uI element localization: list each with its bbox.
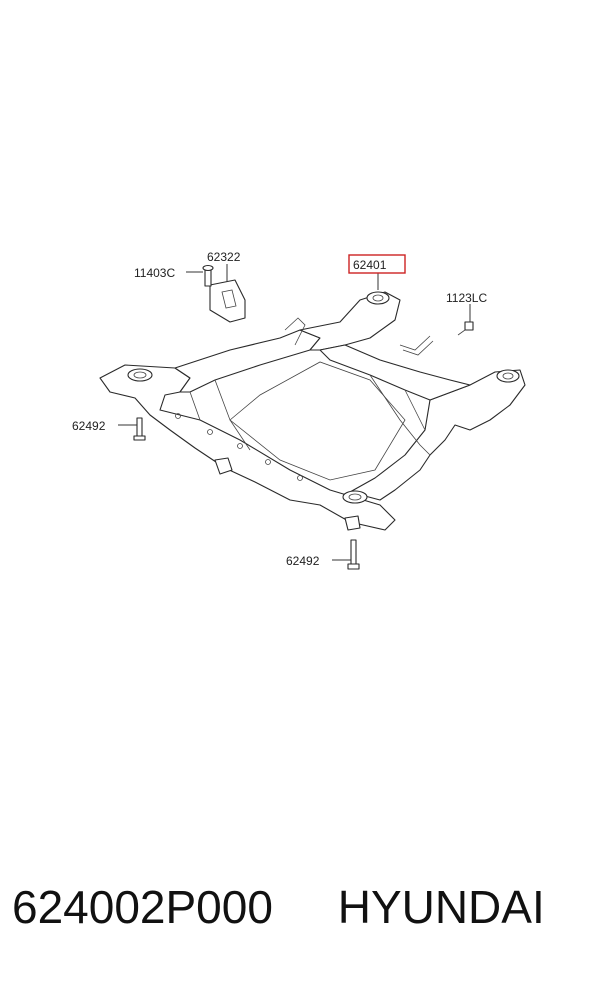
callout-62401-highlight-box [348,254,406,274]
bolt-drawings [133,321,474,570]
callout-11403c: 11403C [134,266,175,280]
brand-name: HYUNDAI [337,881,545,933]
footer-caption: 624002P000 HYUNDAI [12,880,592,940]
bracket-62322-drawing [202,264,246,323]
callout-62401: 62401 [353,258,387,272]
subframe-crossmember-drawing [99,291,526,531]
part-number: 624002P000 [12,881,273,933]
callout-62492-bottom: 62492 [286,554,320,568]
callout-62322: 62322 [207,250,241,264]
callout-1123lc: 1123LC [446,291,487,305]
callout-62492-left: 62492 [72,419,106,433]
